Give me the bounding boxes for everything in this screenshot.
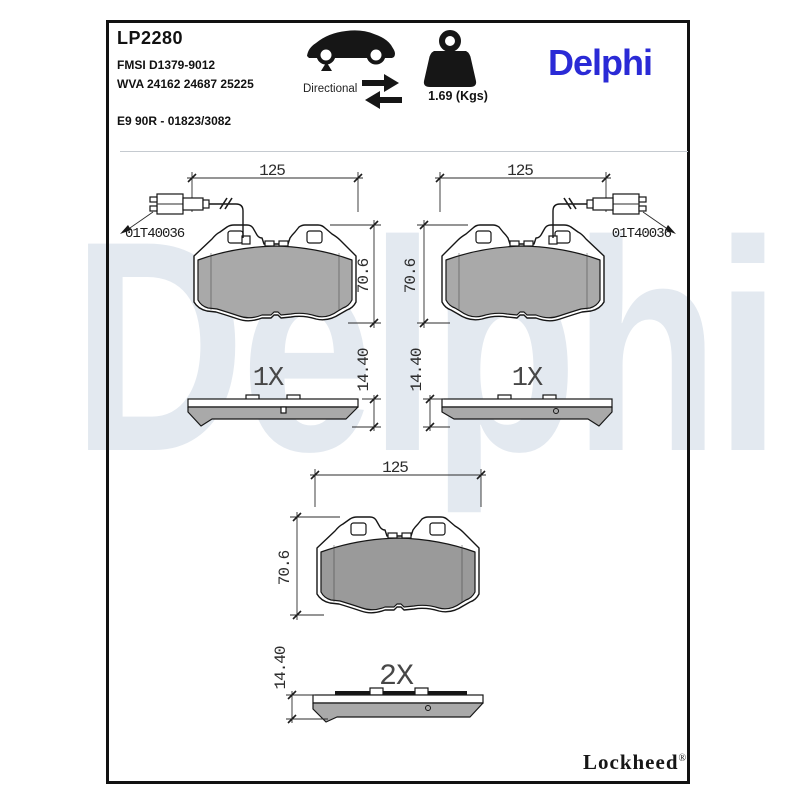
- wear-sensor-right: [552, 193, 647, 238]
- front-position-marker: [321, 62, 332, 71]
- directional-label: Directional: [303, 83, 358, 95]
- sensor-ref-left: 01T40036: [125, 226, 185, 242]
- fmsi-reference: FMSI D1379-9012: [117, 58, 216, 72]
- pad-side-view-right: 1X 14.40: [408, 348, 613, 432]
- dim-height-left: 70.6: [355, 258, 373, 293]
- dim-height-bottom: 70.6: [276, 550, 294, 585]
- registered-mark: ®: [678, 753, 688, 764]
- dim-height-right: 70.6: [402, 258, 420, 293]
- directional-arrows-icon: [362, 74, 402, 109]
- ece-approval-number: E9 90R - 01823/3082: [117, 114, 232, 128]
- dim-width-right: 125: [507, 162, 533, 180]
- dim-width-bottom: 125: [382, 459, 408, 477]
- page-border: [106, 20, 690, 784]
- quantity-label-right: 1X: [512, 364, 543, 394]
- part-number: LP2280: [117, 28, 184, 48]
- sensor-ref-right: 01T40036: [612, 226, 672, 242]
- header-divider: [120, 151, 688, 152]
- delphi-logo: Delphi: [548, 42, 653, 83]
- weight-icon: [423, 30, 477, 87]
- quantity-label-bottom: 2X: [379, 660, 414, 694]
- dim-thickness-left: 14.40: [355, 348, 373, 391]
- lockheed-logo-text: Lockheed: [583, 750, 679, 774]
- wva-reference: WVA 24162 24687 25225: [117, 77, 254, 91]
- wear-sensor-clip: [241, 235, 251, 245]
- lockheed-logo: Lockheed®: [583, 750, 687, 775]
- pad-front-view-bottom: 125 70.6: [276, 459, 486, 620]
- weight-value: 1.69 (Kgs): [428, 89, 488, 103]
- dim-thickness-bottom: 14.40: [272, 646, 290, 689]
- pad-front-view-left: 125 70.6 01T40036: [120, 162, 381, 328]
- shim-layer: [335, 691, 467, 696]
- delphi-watermark: Delphi: [72, 178, 781, 514]
- dim-thickness-right: 14.40: [408, 348, 426, 391]
- pad-side-view-left: 1X 14.40: [187, 348, 381, 432]
- quantity-label-left: 1X: [253, 364, 284, 394]
- wear-sensor-left: [149, 193, 244, 238]
- pad-front-view-right: 125 70.6 01T40036: [402, 162, 676, 328]
- dim-width-left: 125: [259, 162, 285, 180]
- car-icon: [307, 30, 395, 71]
- pad-side-view-bottom: 2X 14.40: [272, 646, 484, 724]
